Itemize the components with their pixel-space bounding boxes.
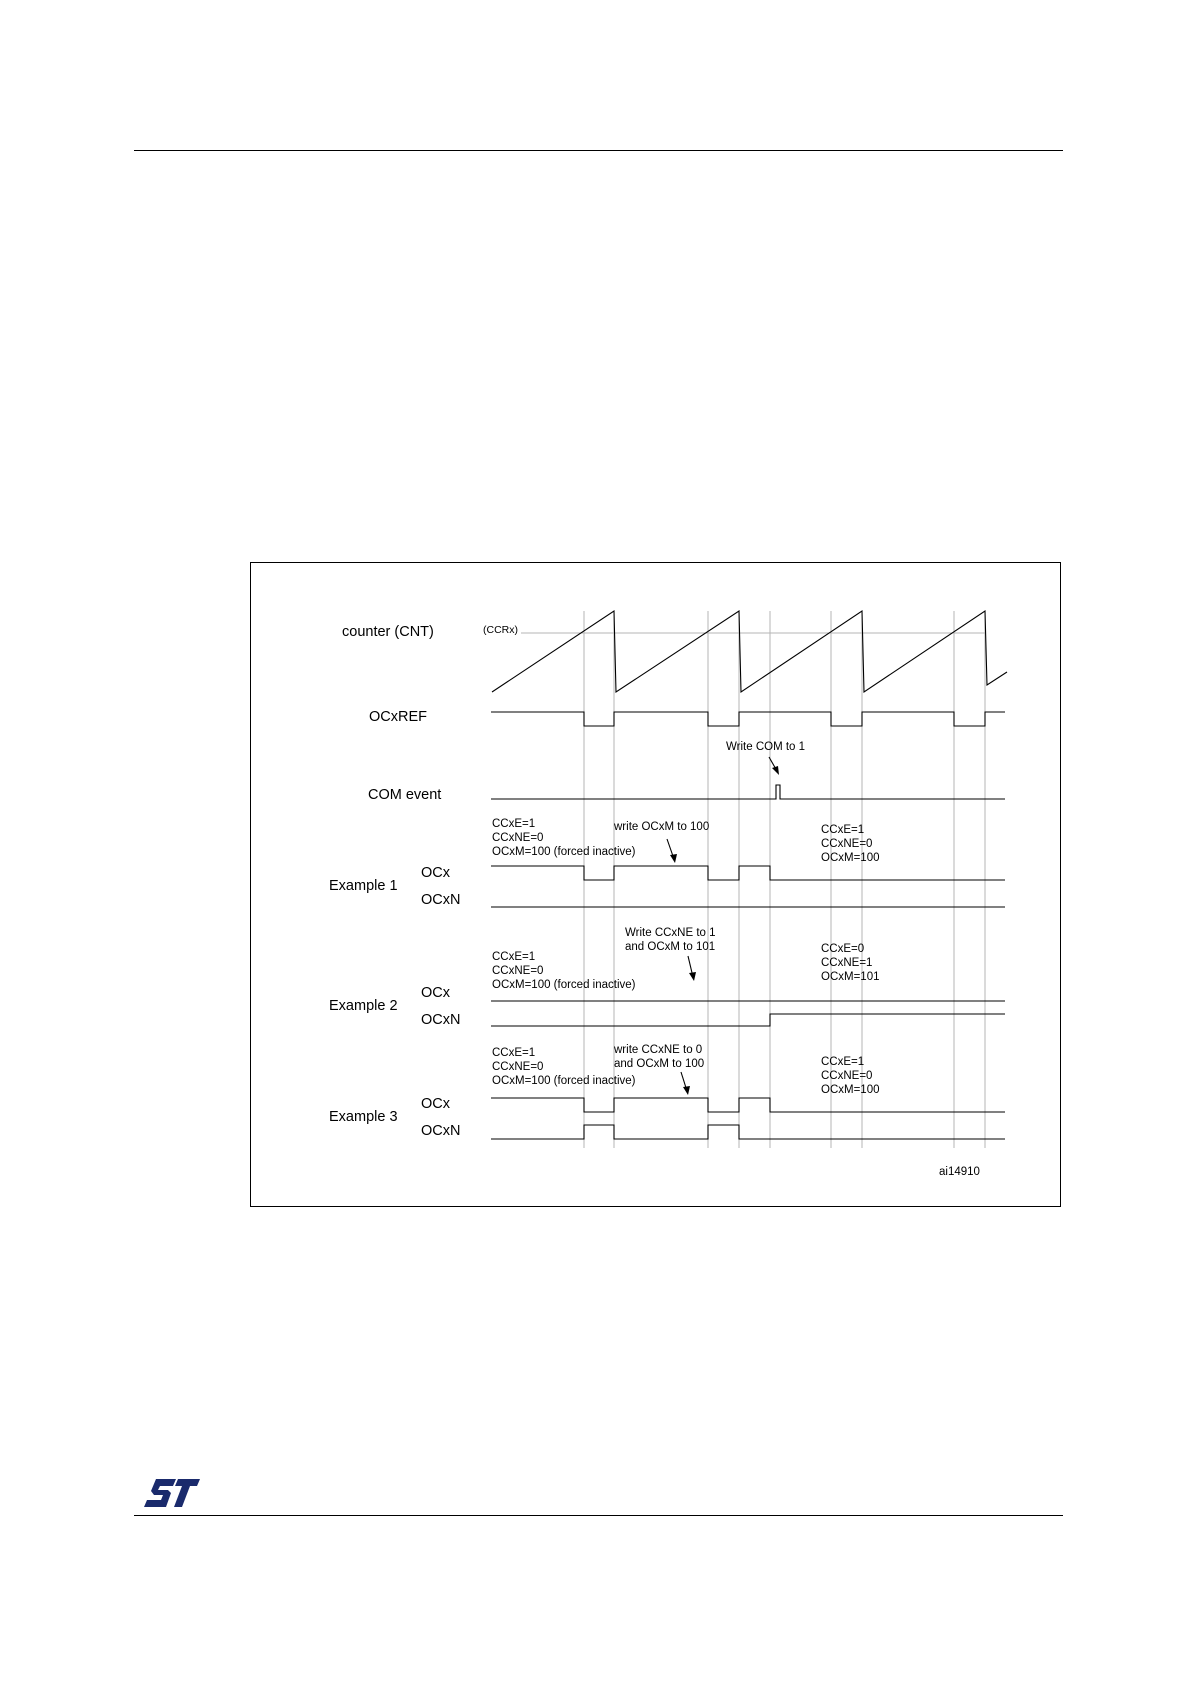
example-2-initial-line: CCxNE=0 [492,965,543,977]
example-2: Write CCxNE to 1 and OCxM to 101 CCxE=1 … [329,927,1005,1028]
example-3-write-annotation: and OCxM to 100 [614,1058,704,1070]
example-3-after-line: CCxE=1 [821,1056,864,1068]
com-event-waveform [491,784,1005,800]
st-logo-icon [144,1479,200,1507]
example-2-initial-line: CCxE=1 [492,951,535,963]
example-3-initial-line: CCxNE=0 [492,1061,543,1073]
example-3: CCxE=1 CCxNE=0 OCxM=100 (forced inactive… [329,1044,1005,1140]
example-2-after-line: CCxNE=1 [821,957,872,969]
example-3-ocxn-label: OCxN [421,1123,460,1139]
example-2-after-line: OCxM=101 [821,971,879,983]
example-3-ocxn-waveform [491,1124,1005,1140]
example-2-ocxn-label: OCxN [421,1012,460,1028]
example-2-ocx-label: OCx [421,985,451,1001]
example-3-title: Example 3 [329,1109,398,1125]
example-2-write-annotation: and OCxM to 101 [625,941,715,953]
example-2-title: Example 2 [329,998,398,1014]
counter-label: counter (CNT) [342,624,434,640]
footer-rule [134,1515,1063,1516]
example-1-after-line: CCxE=1 [821,824,864,836]
example-1-ocx-waveform [491,865,1005,881]
example-1-ocx-label: OCx [421,865,451,881]
arrowhead [683,1086,690,1095]
example-1: CCxE=1 CCxNE=0 OCxM=100 (forced inactive… [329,818,1005,908]
com-event-label: COM event [368,787,441,803]
example-2-initial-line: OCxM=100 (forced inactive) [492,979,636,991]
example-1-title: Example 1 [329,878,398,894]
example-3-write-annotation: write CCxNE to 0 [613,1044,702,1056]
example-1-after-line: OCxM=100 [821,852,879,864]
example-3-initial-line: OCxM=100 (forced inactive) [492,1075,636,1087]
ocxref-label: OCxREF [369,709,427,725]
example-1-write-annotation: write OCxM to 100 [613,821,709,833]
ccrx-label: (CCRx) [483,624,518,636]
example-2-write-annotation: Write CCxNE to 1 [625,927,716,939]
example-3-initial-line: CCxE=1 [492,1047,535,1059]
example-3-after-line: CCxNE=0 [821,1070,872,1082]
timing-diagram: counter (CNT) (CCRx) OCxREF Write COM to… [329,609,1008,1178]
example-1-after-line: CCxNE=0 [821,838,872,850]
example-1-initial-line: CCxE=1 [492,818,535,830]
arrowhead [670,854,677,863]
example-1-initial-line: CCxNE=0 [492,832,543,844]
example-1-ocxn-label: OCxN [421,892,460,908]
counter-sawtooth [491,609,1008,694]
write-com-annotation: Write COM to 1 [726,741,805,753]
arrowhead [689,972,696,981]
ocxref-waveform [491,711,1005,727]
st-logo-shape [144,1479,200,1507]
timing-diagram-frame: counter (CNT) (CCRx) OCxREF Write COM to… [250,562,1061,1207]
header-rule [134,150,1063,151]
example-3-after-line: OCxM=100 [821,1084,879,1096]
arrowhead [772,766,779,775]
example-3-ocx-label: OCx [421,1096,451,1112]
example-1-initial-line: OCxM=100 (forced inactive) [492,846,636,858]
example-2-ocxn-waveform [491,1013,1005,1027]
figure-id: ai14910 [939,1166,980,1178]
example-3-ocx-waveform [491,1097,1005,1113]
example-2-after-line: CCxE=0 [821,943,864,955]
